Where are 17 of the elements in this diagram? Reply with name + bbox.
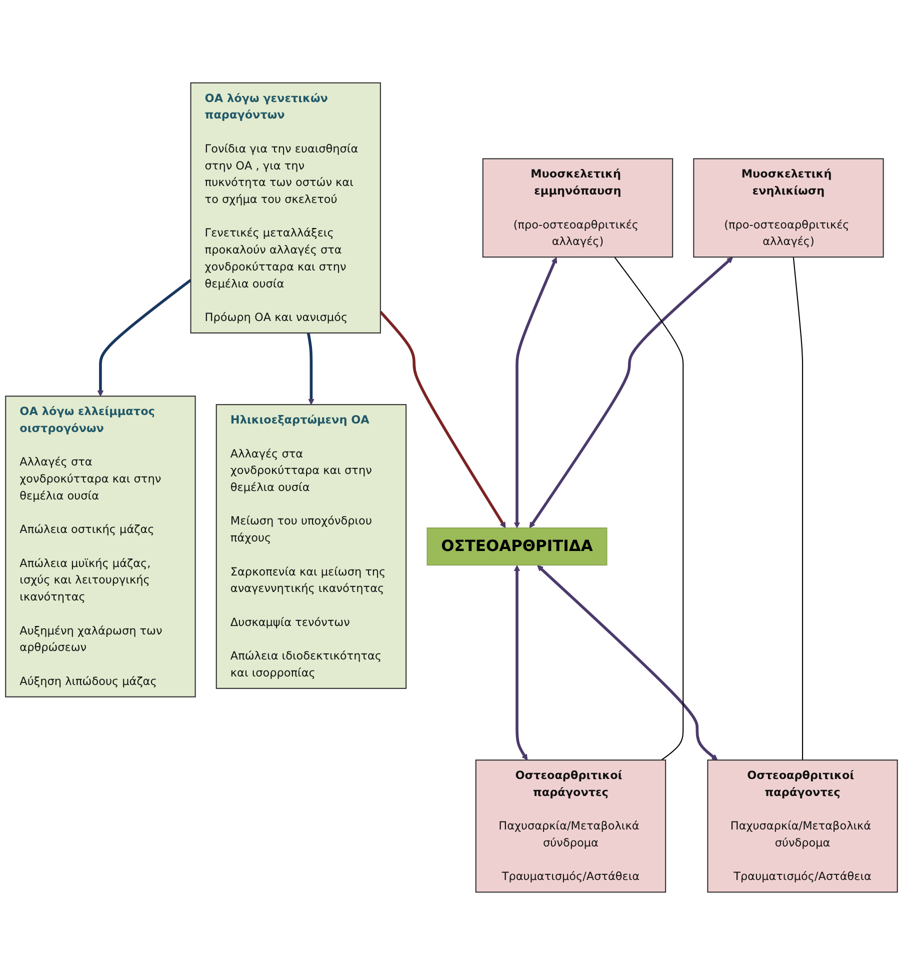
node-box: Οστεοαρθριτικοί παράγοντες Παχυσαρκία/Μεταβολικά σύνδρομα Τραυματισμός/Αστάθεια <box>475 760 666 893</box>
arrow <box>379 310 506 528</box>
node-box: Ηλικιοεξαρτώμενη ΟΑ Αλλαγές στα χονδροκύτταρα και στην θεμέλια ουσία Μείωση του υποχόνδριου πάχους Σαρκοπενία και μείωση της αναγεννητικής ικανότητας Δυσκαμψία τενόντων Απώλεια ιδιοδεκτικότητας και ισορροπίας <box>216 404 407 689</box>
arrow <box>306 332 314 405</box>
node-box: ΟΑ λόγω ελλείμματος οιστρογόνων Αλλαγές στα χονδροκύτταρα και στην θεμέλια ουσία Απώλεια οστικής μάζας Απώλεια μυϊκής μάζας, ισχύς και λειτουργικής ικανότητας Αυξημένη χαλάρωση των αρθρώσεων Αύξηση λιπώδους μάζας <box>5 396 196 698</box>
connector <box>792 257 804 760</box>
node-box: Μυοσκελετική ενηλικίωση (προ-οστεοαρθριτικές αλλαγές) <box>693 158 884 258</box>
arrow <box>514 565 528 760</box>
node-box: Οστεοαρθριτικοί παράγοντες Παχυσαρκία/Μεταβολικά σύνδρομα Τραυματισμός/Αστάθεια <box>707 760 898 893</box>
arrow <box>514 257 558 528</box>
node-box: ΟΣΤΕΟΑΡΘΡΙΤΙΔΑ <box>426 528 608 566</box>
arrow <box>537 565 718 760</box>
node-box: Μυοσκελετική εμμηνόπαυση (προ-οστεοαρθριτικές αλλαγές) <box>482 158 674 258</box>
connector <box>614 256 684 760</box>
arrow <box>97 278 192 396</box>
node-box: ΟΑ λόγω γενετικών παραγόντων Γονίδια για την ευαισθησία στην ΟΑ , για την πυκνότητα των οστών και το σχήμα του σκελετού Γενετικές μεταλλάξεις προκαλούν αλλαγές στα χονδροκύτταρα και στην θεμέλια ουσία Πρόωρη ΟΑ και νανισμός <box>190 82 381 334</box>
arrow <box>529 256 734 528</box>
